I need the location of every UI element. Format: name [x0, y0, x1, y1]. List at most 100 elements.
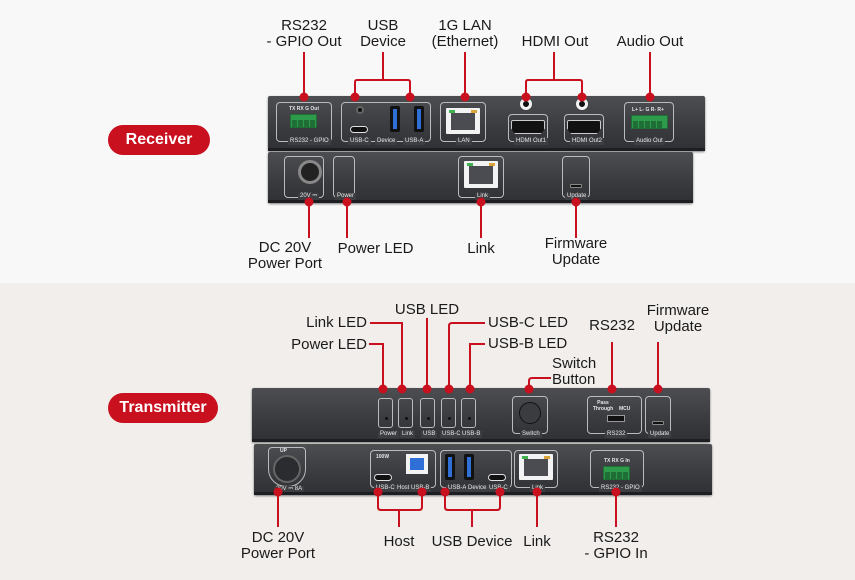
update-box	[562, 156, 590, 198]
led-label-usbb: USB-B	[460, 431, 483, 438]
power-led-window	[378, 398, 393, 428]
rs232-label: RS232	[605, 431, 628, 438]
callout-dot	[645, 92, 655, 102]
lan-port	[446, 108, 480, 134]
callout-dot	[440, 487, 450, 497]
callout-dot	[405, 92, 415, 102]
usb-a-port-2	[464, 454, 474, 480]
callout-dot	[571, 197, 581, 207]
receiver-rear-panel: 20V ⎓ Power Link Update	[268, 152, 693, 203]
callout-line-2: Power Port	[240, 545, 316, 562]
rs232-mode-switch[interactable]	[607, 415, 625, 422]
dc-power-jack	[298, 160, 322, 184]
callout-line-2: Button	[552, 371, 596, 388]
callout-line-1: Switch	[552, 355, 597, 372]
usbc-led-window	[441, 398, 456, 428]
hdmi-out-1-port	[511, 120, 545, 134]
callout-dot	[397, 384, 407, 394]
callout-dot	[495, 487, 505, 497]
usb-a-port-1	[445, 454, 455, 480]
callout-dc-power: DC 20V Power Port	[240, 240, 330, 272]
receiver-badge: Receiver	[108, 125, 210, 155]
callout-line-2: - GPIO Out	[266, 33, 342, 50]
micro-usb-update-port	[652, 421, 664, 425]
transmitter-front-panel: Power Link USB USB-C USB-B Switch Pass T…	[252, 388, 710, 442]
usb-c-label: USB-C	[348, 138, 371, 145]
callout-usbc-led: USB-C LED	[488, 314, 569, 331]
lan-label: LAN	[456, 138, 472, 145]
rs232-gpio-label: RS232 - GPIO	[288, 138, 331, 145]
receiver-front-panel: TX RX G Out RS232 - GPIO USB-C Device US…	[268, 96, 705, 151]
callout-link: Link	[467, 240, 495, 257]
callout-dot	[422, 384, 432, 394]
callout-line-1: Firmware	[646, 302, 710, 319]
callout-dot	[350, 92, 360, 102]
transmitter-rear-panel: UP 20V ⎓ 8A 100W USB-C Host USB-B USB-A …	[254, 444, 712, 495]
led-label-usbc: USB-C	[440, 431, 463, 438]
callout-dot	[611, 487, 621, 497]
callout-line-1: RS232	[281, 17, 327, 34]
power-label: Power	[335, 193, 357, 200]
callout-dot	[532, 487, 542, 497]
update-label: Update	[565, 193, 589, 200]
audio-terminal-block	[631, 115, 668, 129]
callout-line-2: - GPIO In	[584, 545, 648, 562]
audio-pin-labels: L+ L- G R- R+	[632, 107, 664, 113]
led-label-power: Power	[378, 431, 400, 438]
host-label: Host	[395, 485, 412, 492]
callout-rs232-gpio-out: RS232 - GPIO Out	[259, 18, 349, 50]
link-led-window	[398, 398, 413, 428]
rs232-mode-mcu: MCU	[619, 406, 631, 412]
callout-dot	[524, 384, 534, 394]
update-label: Update	[648, 431, 672, 438]
device-label: Device	[375, 138, 398, 145]
usb-c-device-port	[488, 474, 506, 481]
usb-c-port	[350, 126, 368, 133]
callout-usb-device: USB Device	[431, 533, 513, 550]
usb-b-port	[406, 454, 428, 474]
callout-rs232: RS232	[589, 317, 635, 334]
callout-usbb-led: USB-B LED	[488, 335, 568, 352]
transmitter-badge: Transmitter	[108, 393, 218, 423]
callout-dot	[521, 92, 531, 102]
rs232-mode-passthrough: Pass Through	[592, 400, 614, 412]
callout-dot	[417, 487, 427, 497]
link-label: Link	[475, 193, 491, 200]
callout-rs232-gpio-in: RS232 - GPIO In	[576, 530, 656, 562]
rs232-terminal-block	[603, 466, 630, 480]
usb-a-port-2	[414, 106, 424, 132]
up-label: UP	[280, 448, 287, 454]
usb-a-label: USB-A	[446, 485, 469, 492]
rs232-gpio-label: RS232 - GPIO	[599, 485, 642, 492]
callout-dot	[299, 92, 309, 102]
terminal-pin-labels: TX RX G Out	[289, 106, 319, 112]
hdmi-out-2-port	[567, 120, 601, 134]
callout-audio-out: Audio Out	[616, 33, 684, 50]
callout-firmware: Firmware Update	[536, 236, 616, 268]
callout-line-1: 1G LAN	[438, 17, 492, 34]
callout-dot	[342, 197, 352, 207]
callout-line-1: USB	[367, 17, 399, 34]
callout-host: Host	[383, 533, 415, 550]
usb-led-window	[420, 398, 435, 428]
callout-dot	[577, 92, 587, 102]
callout-dot	[607, 384, 617, 394]
device-label: Device	[466, 485, 489, 492]
callout-link: Link	[523, 533, 551, 550]
callout-usb-device: USB Device	[348, 18, 418, 50]
callout-dot	[378, 384, 388, 394]
micro-usb-update-port	[570, 184, 582, 188]
callout-firmware: Firmware Update	[638, 303, 718, 335]
callout-dot	[373, 487, 383, 497]
callout-line-2: Power Port	[247, 255, 323, 272]
callout-line-1: DC 20V	[258, 239, 312, 256]
led-label-usb: USB	[421, 431, 438, 438]
usb-c-host-port	[374, 474, 392, 481]
callout-dot	[465, 384, 475, 394]
callout-hdmi-out: HDMI Out	[521, 33, 589, 50]
callout-dot	[444, 384, 454, 394]
callout-link-led: Link LED	[306, 314, 367, 331]
switch-button[interactable]	[519, 402, 541, 424]
power-in-label: 20V ⎓	[298, 193, 320, 200]
update-box	[645, 396, 671, 434]
